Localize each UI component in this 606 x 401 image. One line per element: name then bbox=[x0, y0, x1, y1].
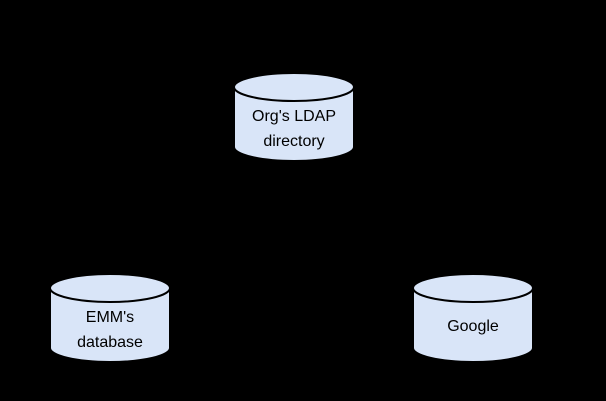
cylinder-body bbox=[412, 288, 534, 363]
database-cylinder-icon bbox=[233, 72, 355, 162]
node-org-ldap-directory: Org's LDAP directory bbox=[232, 71, 356, 163]
database-cylinder-icon bbox=[412, 273, 534, 363]
node-label-line: database bbox=[77, 334, 143, 351]
cylinder-top bbox=[412, 273, 534, 303]
cylinder-top bbox=[49, 273, 171, 303]
cylinder-body bbox=[233, 87, 355, 162]
node-label: EMM's database bbox=[48, 298, 172, 362]
node-label-line: directory bbox=[263, 133, 325, 150]
cylinder-top bbox=[233, 72, 355, 102]
node-google: Google bbox=[411, 272, 535, 364]
node-emm-database: EMM's database bbox=[48, 272, 172, 364]
node-label-line: Org's LDAP bbox=[252, 108, 336, 125]
node-label: Google bbox=[411, 290, 535, 362]
database-cylinder-icon bbox=[49, 273, 171, 363]
node-label-line: Google bbox=[447, 317, 499, 335]
node-label-line: EMM's bbox=[85, 309, 135, 326]
node-label: Org's LDAP directory bbox=[232, 97, 356, 161]
cylinder-body bbox=[49, 288, 171, 363]
